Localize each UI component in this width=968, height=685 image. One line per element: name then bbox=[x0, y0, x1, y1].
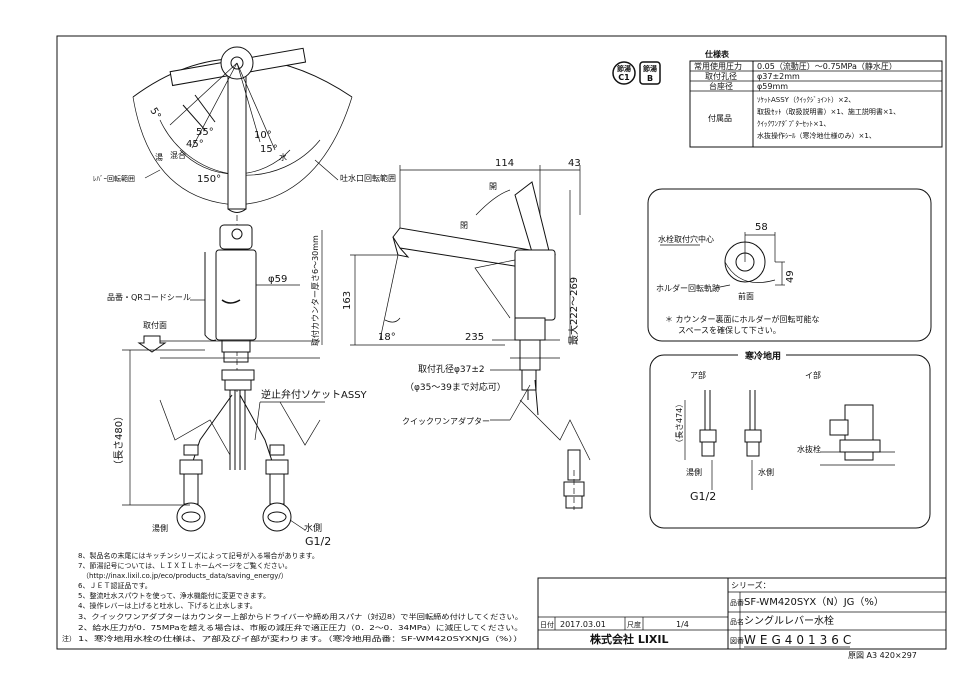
dim-114-label: 114 bbox=[495, 158, 514, 169]
adapter-label: クイックワンアダプター bbox=[402, 416, 490, 426]
dim-43-label: 43 bbox=[568, 158, 581, 169]
notes: 8、製品名の末尾にはキッチンシリーズによって記号が入る場合があります。 7、節湯… bbox=[62, 551, 523, 643]
notes-prefix: 注） bbox=[62, 634, 76, 643]
counter-thickness-label: 取付カウンター厚さ6～30mm bbox=[310, 235, 320, 346]
faucet-center-label: 水栓取付穴中心 bbox=[658, 234, 714, 244]
length480-label: （長さ480） bbox=[113, 411, 125, 470]
dim-222-269-label: 最大222～269 bbox=[567, 277, 580, 345]
paper-size-label: 原図 A3 420×297 bbox=[848, 651, 917, 660]
front-label: 前面 bbox=[738, 291, 754, 301]
spec-accessory-2: 取扱ｾｯﾄ（取扱説明書）×1、施工説明書×1、 bbox=[757, 107, 900, 116]
scale-label: 尺度 bbox=[627, 620, 641, 629]
open-label: 開 bbox=[489, 182, 497, 191]
note-6: 6、ＪＥＴ認証品です。 bbox=[78, 581, 152, 590]
holder-detail: 水栓取付穴中心 58 49 ホルダー回転軌跡 前面 ＊ カウンター裏面にホルダー… bbox=[647, 188, 932, 342]
cold-hot-side-label: 湯側 bbox=[686, 467, 702, 477]
angle-45-label: 45° bbox=[186, 139, 204, 150]
spec-hole-value: φ37±2mm bbox=[757, 72, 800, 81]
svg-text:B: B bbox=[647, 74, 653, 83]
model-label: 品番 bbox=[730, 599, 744, 607]
note-8: 8、製品名の末尾にはキッチンシリーズによって記号が入る場合があります。 bbox=[78, 551, 319, 560]
drawing-number: WEG40136C bbox=[744, 633, 855, 647]
model-number: SF-WM420SYX（N）JG（%） bbox=[744, 596, 884, 608]
lever-range-label: ﾚﾊﾞｰ回転範囲 bbox=[93, 174, 135, 183]
drawing-number-label: 図番 bbox=[730, 637, 744, 645]
valve-socket-label: 逆止弁付ソケットASSY bbox=[261, 388, 368, 401]
spec-base-value: φ59mm bbox=[757, 82, 788, 91]
dim-163-label: 163 bbox=[342, 291, 353, 310]
date-label: 日付 bbox=[540, 620, 554, 629]
dia59-label: φ59 bbox=[268, 274, 287, 285]
spec-accessory-4: 水抜操作ｼｰﾙ（寒冷地仕様のみ）×1、 bbox=[757, 131, 876, 140]
holder-note-line1: ＊ カウンター裏面にホルダーが回転可能な bbox=[665, 314, 820, 324]
model-seal-label: 品番・QRコードシール bbox=[107, 292, 191, 302]
length474-label: （長さ474） bbox=[675, 400, 684, 447]
drain-plug-label: 水抜栓 bbox=[797, 444, 821, 454]
note-2: 2、給水圧力が0．75MPaを越える場合は、市販の減圧弁で適正圧力（0．2～0．… bbox=[78, 623, 523, 632]
hole-range-label: （φ35～39まで対応可） bbox=[405, 381, 506, 393]
mount-surface-label: 取付面 bbox=[143, 320, 167, 330]
scale-value: 1/4 bbox=[676, 620, 689, 629]
spec-accessory-1: ｿｹｯﾄASSY（ｸｲｯｸｼﾞｮｲﾝﾄ）×2、 bbox=[757, 96, 855, 104]
angle-15-label: 15° bbox=[260, 144, 278, 155]
note-1: 1、寒冷地用水栓の仕様は、ア部及びイ部が変わります。（寒冷地用品番：SF-WM4… bbox=[78, 634, 523, 643]
holder-rotation-label: ホルダー回転軌跡 bbox=[656, 283, 720, 293]
note-4: 4、操作レバーは上げると吐水し、下げると止水します。 bbox=[78, 601, 257, 610]
angle-55-label: 55° bbox=[196, 127, 214, 138]
drawing-frame bbox=[56, 35, 947, 650]
dim-49-label: 49 bbox=[785, 270, 796, 283]
dim-58-label: 58 bbox=[755, 222, 768, 233]
company-name: 株式会社 LIXIL bbox=[590, 632, 669, 646]
spec-table-title: 仕様表 bbox=[704, 49, 730, 59]
cold-side-label: 水側 bbox=[304, 522, 322, 534]
cold-region-title: 寒冷地用 bbox=[744, 350, 781, 362]
spec-pressure-value: 0.05（流動圧）～0.75MPa（静水圧） bbox=[757, 61, 897, 71]
cold-cold-side-label: 水側 bbox=[758, 467, 774, 477]
cold-label: 水 bbox=[279, 152, 287, 162]
part-a-label: ア部 bbox=[690, 370, 706, 380]
svg-text:節湯: 節湯 bbox=[643, 64, 657, 73]
angle-5-label: 5° bbox=[147, 106, 162, 121]
spec-accessory-3: ｸｲｯｸﾜﾝｱﾀﾞﾌﾟﾀｰｾｯﾄ×1、 bbox=[757, 120, 830, 128]
date-value: 2017.03.01 bbox=[560, 620, 606, 629]
angle-10-label: 10° bbox=[254, 130, 272, 141]
spout-range-label: 吐水口回転範囲 bbox=[340, 173, 396, 183]
water-saving-badge-c1: 節湯 C1 bbox=[612, 61, 636, 85]
series-label: シリーズ： bbox=[731, 580, 771, 590]
svg-text:節湯: 節湯 bbox=[617, 64, 631, 73]
hot-label: 湯 bbox=[155, 152, 163, 162]
front-view: φ59 品番・QRコードシール 取付面 （長さ480） 取付カウンター厚さ6～3… bbox=[107, 215, 368, 548]
note-7-url: （http://inax.lixil.co.jp/eco/products_da… bbox=[82, 572, 288, 580]
note-5: 5、整流吐水スパウトを使って、浄水機能付に変更できます。 bbox=[78, 591, 270, 600]
spec-table: 仕様表 常用使用圧力 0.05（流動圧）～0.75MPa（静水圧） 取付孔径 φ… bbox=[689, 49, 943, 148]
side-view: 114 43 開 閉 163 18° 235 最大222～269 bbox=[342, 158, 591, 510]
spec-base-label: 台座径 bbox=[709, 81, 733, 91]
water-saving-badge-b: 節湯 B bbox=[639, 61, 661, 85]
part-i-label: イ部 bbox=[805, 370, 821, 380]
product-name-label: 品名 bbox=[730, 617, 744, 626]
spec-accessories-label: 付属品 bbox=[708, 113, 732, 123]
title-block: 日付 2017.03.01 尺度 1/4 株式会社 LIXIL シリーズ： 品番… bbox=[537, 577, 947, 650]
hot-side-label: 湯側 bbox=[152, 523, 168, 533]
cold-g12-label: G1/2 bbox=[690, 490, 716, 503]
note-3: 3、クイックワンアダプターはカウンター上部からドライバーや締め用スパナ（対辺8）… bbox=[78, 612, 523, 621]
note-7: 7、節湯記号については、ＬＩＸＩＬホームページをご覧ください。 bbox=[78, 561, 292, 570]
svg-text:C1: C1 bbox=[618, 73, 630, 82]
spec-hole-label: 取付孔径 bbox=[705, 71, 737, 81]
angle-150-label: 150° bbox=[197, 174, 221, 185]
mix-label: 混合 bbox=[170, 150, 186, 160]
holder-note-line2: スペースを確保して下さい。 bbox=[678, 325, 781, 335]
product-name: シングルレバー水栓 bbox=[744, 614, 834, 627]
g12-label: G1/2 bbox=[305, 535, 331, 548]
cold-region-detail: 寒冷地用 ア部 イ部 （長さ474） 湯側 水側 G1/2 水抜栓 bbox=[649, 348, 931, 529]
dim-235-label: 235 bbox=[465, 332, 484, 343]
spec-pressure-label: 常用使用圧力 bbox=[694, 61, 742, 71]
top-view: 5° 55° 45° 10° 15° 150° 湯 混合 水 ﾚﾊﾞｰ回転範囲 … bbox=[93, 46, 396, 213]
close-label: 閉 bbox=[460, 221, 468, 230]
dim-18-label: 18° bbox=[378, 332, 396, 343]
hole-dia-label: 取付孔径φ37±2 bbox=[418, 363, 485, 375]
